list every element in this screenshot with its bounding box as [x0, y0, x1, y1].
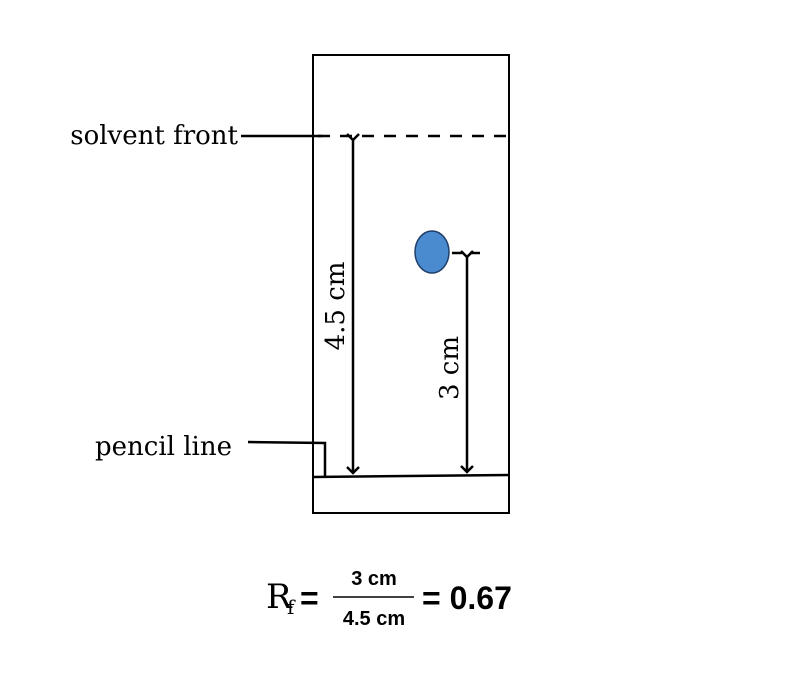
rf-result: = 0.67: [422, 580, 512, 616]
solvent-distance-label: 4.5 cm: [321, 262, 351, 351]
pencil-line-leader: [247, 440, 327, 477]
rf-subscript: f: [287, 595, 296, 619]
pencil-line: [312, 473, 510, 479]
rf-equals-sign: =: [300, 580, 319, 616]
spot-distance-label: 3 cm: [435, 336, 465, 400]
pencil-line-label: pencil line: [95, 432, 232, 462]
rf-symbol: R: [266, 577, 293, 617]
solvent-front-label: solvent front: [70, 121, 238, 151]
sample-spot: [414, 230, 450, 274]
fraction-numerator: 3 cm: [351, 568, 397, 590]
fraction-denominator: 4.5 cm: [343, 608, 405, 630]
tlc-plate: [312, 54, 510, 514]
